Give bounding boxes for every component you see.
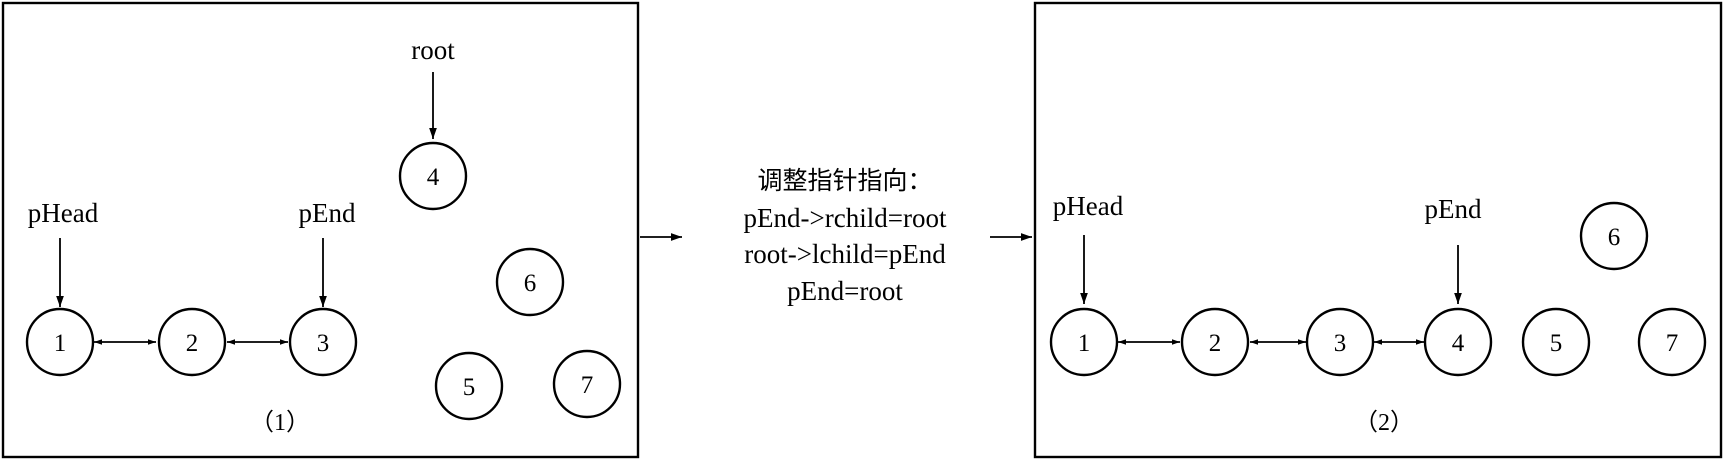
- node-7-b-label: 7: [1666, 330, 1679, 357]
- pointer-adjust-steps: 调整指针指向： pEnd->rchild=root root->lchild=p…: [744, 166, 947, 306]
- node-6-b-label: 6: [1608, 224, 1621, 251]
- root-label: root: [411, 35, 455, 65]
- node-1: 1: [25, 307, 95, 377]
- panel-1-frame: [1, 1, 640, 459]
- node-7: 7: [552, 349, 622, 419]
- panel-2: pHead pEnd 1 2 3 4 5: [1033, 1, 1723, 459]
- node-6-b: 6: [1579, 201, 1649, 271]
- node-7-b: 7: [1637, 307, 1707, 377]
- phead-label: pHead: [28, 198, 99, 228]
- node-5: 5: [434, 351, 504, 421]
- node-2-label: 2: [186, 330, 199, 357]
- pend-label-2: pEnd: [1425, 194, 1482, 224]
- node-2-b-label: 2: [1209, 330, 1222, 357]
- node-4-b-label: 4: [1452, 330, 1465, 357]
- node-3-b-label: 3: [1334, 330, 1347, 357]
- node-1-b: 1: [1049, 307, 1119, 377]
- pend-label: pEnd: [299, 198, 356, 228]
- node-7-label: 7: [581, 372, 594, 399]
- panel-2-frame: [1033, 1, 1723, 459]
- step-line-3: pEnd=root: [787, 276, 903, 306]
- node-1-label: 1: [54, 330, 67, 357]
- phead-label-2: pHead: [1053, 191, 1124, 221]
- panel-2-caption: （2）: [1354, 410, 1414, 436]
- steps-title: 调整指针指向：: [757, 166, 932, 195]
- node-4: 4: [398, 141, 468, 211]
- node-4-label: 4: [427, 164, 440, 191]
- node-6-label: 6: [524, 270, 537, 297]
- node-5-b: 5: [1521, 307, 1591, 377]
- node-1-b-label: 1: [1078, 330, 1091, 357]
- node-3-b: 3: [1305, 307, 1375, 377]
- node-5-label: 5: [463, 374, 476, 401]
- node-2-b: 2: [1180, 307, 1250, 377]
- node-5-b-label: 5: [1550, 330, 1563, 357]
- step-line-1: pEnd->rchild=root: [744, 203, 947, 233]
- panel-1: root pHead pEnd 1 2 3 4 5: [1, 1, 640, 459]
- node-4-b: 4: [1423, 307, 1493, 377]
- node-2: 2: [157, 307, 227, 377]
- node-3: 3: [288, 307, 358, 377]
- node-3-label: 3: [317, 330, 330, 357]
- node-6: 6: [495, 247, 565, 317]
- step-line-2: root->lchild=pEnd: [744, 239, 946, 269]
- panel-1-caption: （1）: [250, 410, 310, 436]
